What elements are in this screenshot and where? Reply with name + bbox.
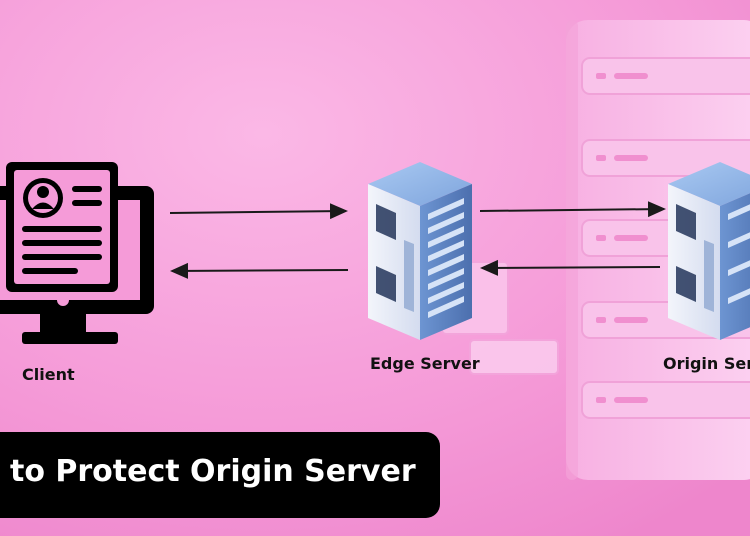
edge-server-label: Edge Server — [370, 354, 480, 373]
client-label: Client — [22, 365, 75, 384]
arrow-edge-to-origin — [479, 201, 666, 218]
title-banner — [0, 432, 440, 518]
arrow-origin-to-edge — [480, 259, 661, 276]
arrow-edge-to-client — [170, 262, 349, 279]
monitor-icon — [0, 162, 154, 344]
page-title: to Protect Origin Server — [10, 454, 416, 489]
arrow-client-to-edge — [169, 203, 348, 220]
user-avatar-icon — [23, 178, 63, 218]
server-rack-icon — [368, 162, 472, 340]
origin-server-label: Origin Ser — [663, 354, 750, 373]
server-rack-icon — [668, 162, 750, 340]
arrows — [169, 201, 666, 279]
